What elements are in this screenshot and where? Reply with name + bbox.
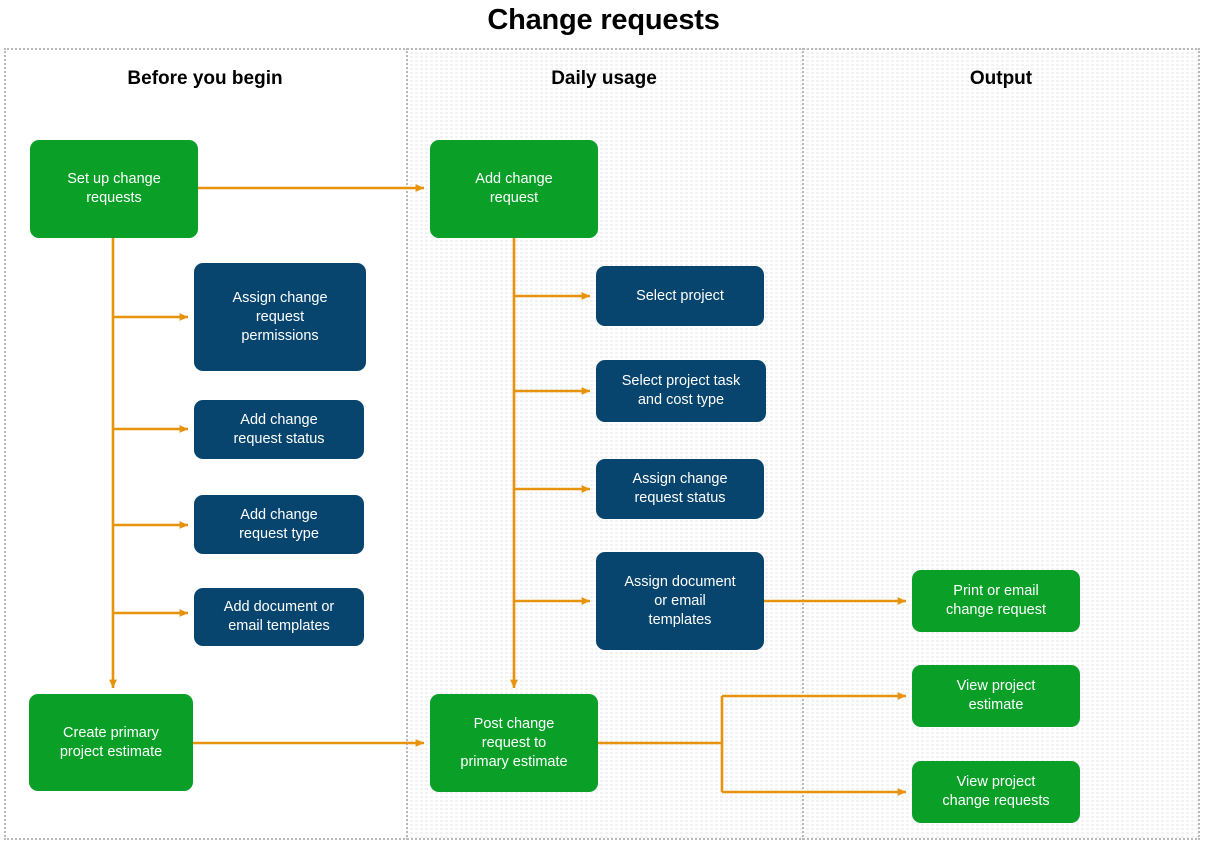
node-post-change-request-to-primary-estimate[interactable]: Post change request to primary estimate xyxy=(430,694,598,792)
node-select-project-task-and-cost-type[interactable]: Select project task and cost type xyxy=(596,360,766,422)
swimlane-header-daily-usage: Daily usage xyxy=(551,68,657,89)
swimlane-header-before-you-begin: Before you begin xyxy=(127,68,283,89)
node-assign-change-request-status[interactable]: Assign change request status xyxy=(596,459,764,519)
node-add-document-or-email-templates[interactable]: Add document or email templates xyxy=(194,588,364,646)
node-set-up-change-requests[interactable]: Set up change requests xyxy=(30,140,198,238)
node-add-change-request-type[interactable]: Add change request type xyxy=(194,495,364,554)
node-add-change-request-status[interactable]: Add change request status xyxy=(194,400,364,459)
node-assign-document-or-email-templates[interactable]: Assign document or email templates xyxy=(596,552,764,650)
node-assign-change-request-permissions[interactable]: Assign change request permissions xyxy=(194,263,366,371)
page-title: Change requests xyxy=(487,4,720,36)
node-view-project-change-requests[interactable]: View project change requests xyxy=(912,761,1080,823)
swimlane-frame xyxy=(4,48,1200,840)
node-create-primary-project-estimate[interactable]: Create primary project estimate xyxy=(29,694,193,791)
node-view-project-estimate[interactable]: View project estimate xyxy=(912,665,1080,727)
node-print-or-email-change-request[interactable]: Print or email change request xyxy=(912,570,1080,632)
swimlane-header-output: Output xyxy=(969,68,1033,89)
node-select-project[interactable]: Select project xyxy=(596,266,764,326)
node-add-change-request[interactable]: Add change request xyxy=(430,140,598,238)
